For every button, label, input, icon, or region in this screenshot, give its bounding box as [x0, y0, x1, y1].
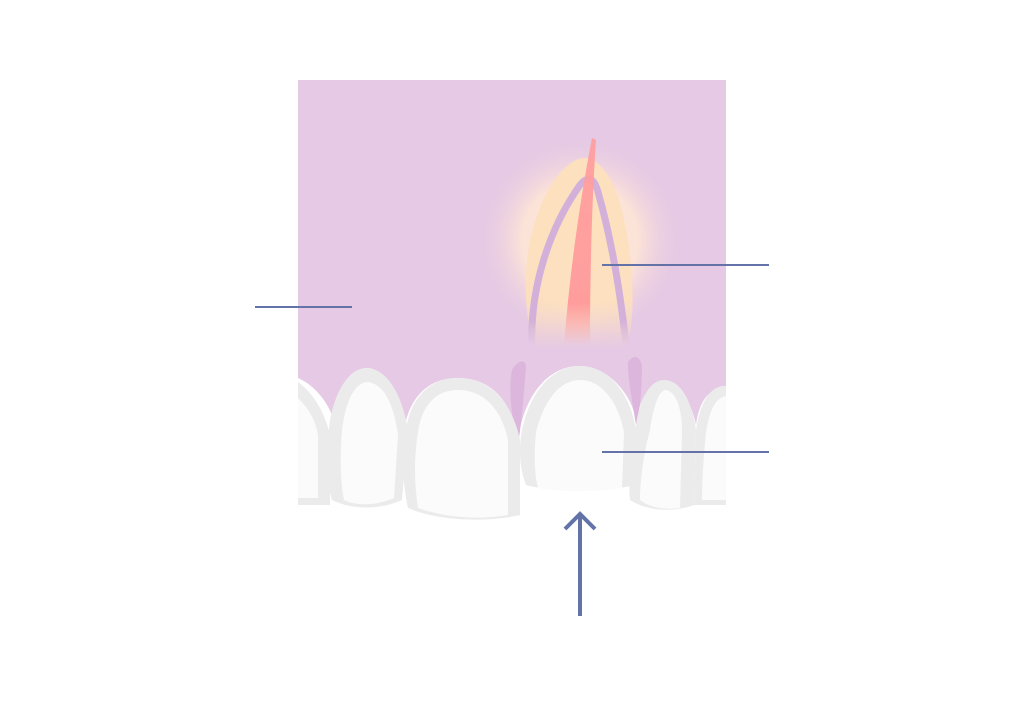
nerve: [564, 138, 596, 345]
tooth-right-lateral: [629, 380, 696, 510]
tooth-affected: [519, 366, 636, 491]
arrow-up-icon: [563, 511, 597, 616]
tooth-left-central: [403, 378, 520, 520]
tooth-far-left: [298, 382, 330, 505]
gum-shadow-right: [628, 357, 642, 425]
tooth-far-right: [694, 386, 726, 505]
tooth-left-lateral: [327, 368, 408, 508]
dental-panel: [298, 80, 726, 520]
